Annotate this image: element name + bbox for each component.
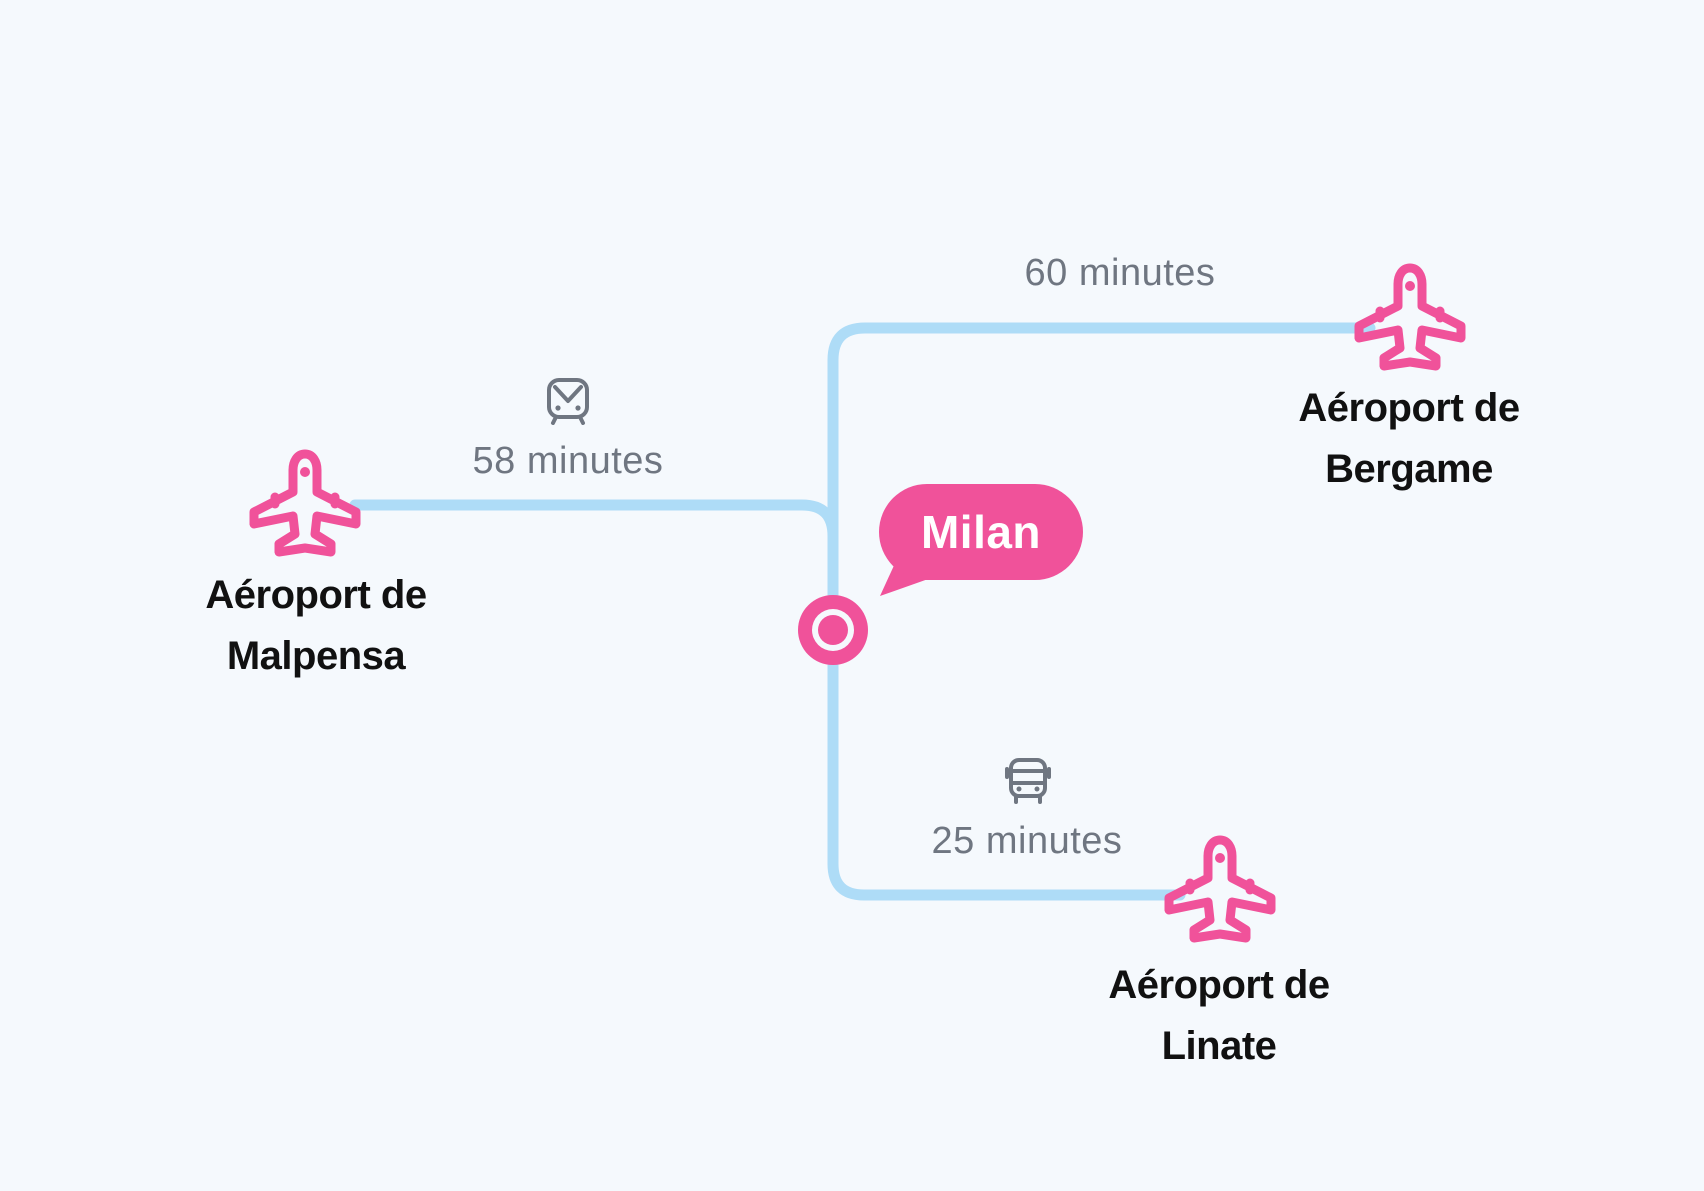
airport-label-line: Bergame — [1325, 447, 1493, 491]
airport-label-malpensa: Aéroport de Malpensa — [156, 565, 476, 687]
airplane-icon — [1164, 835, 1276, 943]
airport-label-bergame: Aéroport de Bergame — [1249, 378, 1569, 500]
train-icon — [547, 378, 589, 425]
airport-label-line: Malpensa — [226, 634, 406, 678]
airplane-icon — [249, 449, 361, 557]
airplane-icon — [1354, 263, 1466, 371]
duration-label-malpensa: 58 minutes — [472, 440, 664, 482]
duration-label-bergame: 60 minutes — [1024, 252, 1216, 294]
airport-label-linate: Aéroport de Linate — [1059, 955, 1379, 1077]
route-line-linate — [827, 624, 1186, 901]
airport-label-line: Linate — [1161, 1024, 1277, 1068]
bus-icon — [1005, 758, 1051, 804]
location-target-icon — [798, 595, 868, 665]
airport-label-line: Aéroport de — [205, 573, 427, 617]
airport-label-line: Aéroport de — [1298, 386, 1520, 430]
airport-label-line: Aéroport de — [1108, 963, 1330, 1007]
duration-label-linate: 25 minutes — [931, 820, 1123, 862]
route-line-bergame — [827, 322, 1376, 636]
city-bubble-milan: Milan — [879, 484, 1083, 580]
